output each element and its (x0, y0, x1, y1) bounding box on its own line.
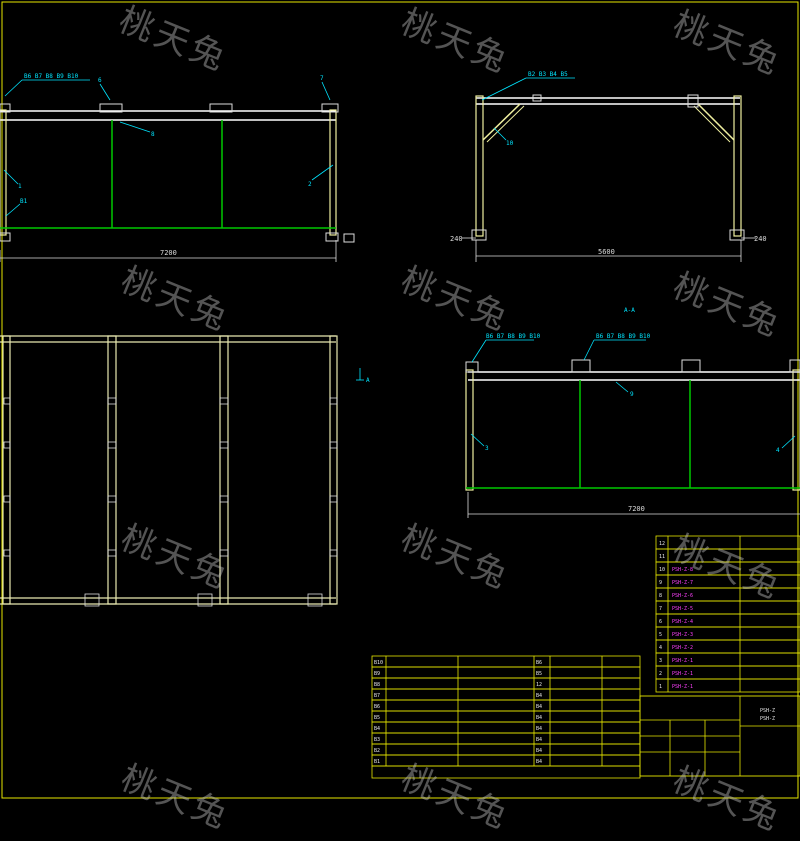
table-row: 12 (655, 535, 800, 550)
table-row: 7 PSH-Z-5 (655, 600, 800, 615)
row-number: B9 (374, 671, 380, 677)
table-row: 10 PSH-Z-8 (655, 561, 800, 576)
row-number: B10 (374, 660, 383, 666)
table-row: 8 PSH-Z-6 (655, 587, 800, 602)
side-dim-right: 240 (754, 235, 767, 243)
section-view: A-A 7200 B6 B7 B8 B9 B10 B6 B7 B8 B9 B10… (465, 307, 800, 518)
row-code: PSH-Z-5 (672, 606, 693, 612)
cad-drawing-canvas: 7200 B6 B7 B8 B9 B10 6 7 8 1 2 B1 (0, 1, 800, 799)
row-qty: 12 (536, 682, 542, 688)
row-number: 7 (659, 606, 662, 612)
row-number: 4 (659, 645, 662, 651)
row-number: 8 (659, 593, 662, 599)
sheet-border (1, 1, 799, 799)
front-balloon-6: 6 (98, 77, 102, 84)
row-qty: B4 (536, 759, 542, 765)
section-dimension: 7200 (628, 505, 645, 513)
row-code: PSH-Z-4 (672, 619, 693, 625)
front-view: 7200 B6 B7 B8 B9 B10 6 7 8 1 2 B1 (0, 73, 355, 262)
title-block: PSH-Z PSH-Z (639, 695, 800, 777)
table-row: 6 PSH-Z-4 (655, 613, 800, 628)
plan-view: A (0, 335, 370, 607)
table-row: B4 B4 (371, 721, 641, 734)
table-row: B1 B4 (371, 754, 641, 767)
section-balloon-post-left: 3 (485, 445, 489, 452)
drawing-no-2: PSH-Z (760, 716, 775, 722)
row-qty: B6 (536, 660, 542, 666)
table-row: B3 B4 (371, 732, 641, 745)
row-code: PSH-Z-8 (672, 567, 693, 573)
side-view: 5600 240 240 B2 B3 B4 B5 10 (450, 71, 767, 262)
row-number: 9 (659, 580, 662, 586)
row-qty: B5 (536, 671, 542, 677)
front-balloon-top: B6 B7 B8 B9 B10 (24, 73, 79, 80)
side-balloon-brace: 10 (506, 140, 514, 147)
front-balloon-base: B1 (20, 198, 28, 205)
row-qty: B4 (536, 704, 542, 710)
table-row: B9 B5 (371, 666, 641, 679)
table-row: 11 (655, 548, 800, 563)
row-number: 1 (659, 684, 662, 690)
row-qty: B4 (536, 693, 542, 699)
row-number: B3 (374, 737, 380, 743)
table-row: B6 B4 (371, 699, 641, 712)
front-balloon-right: 2 (308, 181, 312, 188)
row-qty: B4 (536, 715, 542, 721)
table-row: 1 PSH-Z-1 (655, 678, 800, 693)
row-number: 3 (659, 658, 662, 664)
section-balloon-post-right: 4 (776, 447, 780, 454)
row-number: B6 (374, 704, 380, 710)
table-row: 5 PSH-Z-3 (655, 626, 800, 641)
row-number: B7 (374, 693, 380, 699)
row-code: PSH-Z-7 (672, 580, 693, 586)
table-row: B10 B6 (371, 655, 641, 668)
section-balloon-beam: 9 (630, 391, 634, 398)
section-title: A-A (624, 307, 635, 314)
row-code: PSH-Z-2 (672, 645, 693, 651)
side-balloon-top: B2 B3 B4 B5 (528, 71, 568, 78)
row-number: B4 (374, 726, 380, 732)
table-row: 4 PSH-Z-2 (655, 639, 800, 654)
table-row: 9 PSH-Z-7 (655, 574, 800, 589)
row-code: PSH-Z-1 (672, 671, 693, 677)
plan-section-mark: A (366, 377, 370, 384)
side-dimension: 5600 (598, 248, 615, 256)
section-balloon-left: B6 B7 B8 B9 B10 (486, 333, 541, 340)
row-number: 11 (659, 554, 665, 560)
row-qty: B4 (536, 726, 542, 732)
front-balloon-left: 1 (18, 183, 22, 190)
drawing-no-1: PSH-Z (760, 708, 775, 714)
row-number: B2 (374, 748, 380, 754)
section-balloon-mid: B6 B7 B8 B9 B10 (596, 333, 651, 340)
table-header (371, 765, 641, 779)
front-balloon-7: 7 (320, 75, 324, 82)
row-number: 2 (659, 671, 662, 677)
row-number: B1 (374, 759, 380, 765)
table-row: B8 12 (371, 677, 641, 690)
row-qty: B4 (536, 748, 542, 754)
front-balloon-beam: 8 (151, 131, 155, 138)
row-number: B5 (374, 715, 380, 721)
table-row: B5 B4 (371, 710, 641, 723)
row-number: 5 (659, 632, 662, 638)
table-row: B2 B4 (371, 743, 641, 756)
row-number: B8 (374, 682, 380, 688)
row-code: PSH-Z-3 (672, 632, 693, 638)
front-dimension: 7200 (160, 249, 177, 257)
row-code: PSH-Z-1 (672, 684, 693, 690)
row-code: PSH-Z-1 (672, 658, 693, 664)
row-number: 10 (659, 567, 665, 573)
table-row: 2 PSH-Z-1 (655, 665, 800, 680)
row-qty: B4 (536, 737, 542, 743)
side-dim-left: 240 (450, 235, 463, 243)
table-row: 3 PSH-Z-1 (655, 652, 800, 667)
row-code: PSH-Z-6 (672, 593, 693, 599)
table-row: B7 B4 (371, 688, 641, 701)
row-number: 12 (659, 541, 665, 547)
row-number: 6 (659, 619, 662, 625)
